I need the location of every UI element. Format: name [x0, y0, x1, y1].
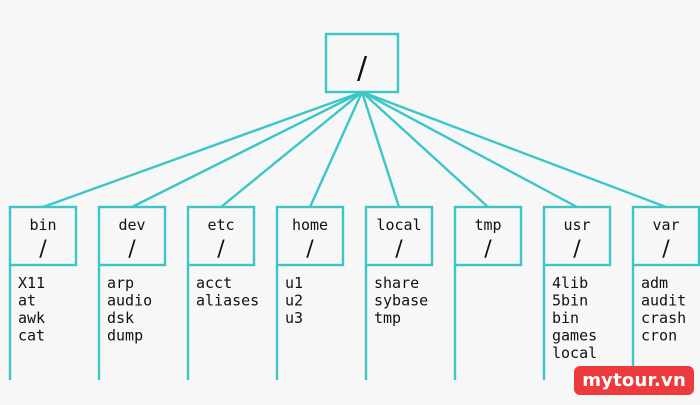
edge-var [361, 90, 667, 209]
dir-entry-usr-3: games [552, 327, 597, 345]
dir-box-var [631, 205, 700, 267]
dir-entry-usr-2: bin [552, 309, 579, 327]
dir-entry-var-0: adm [641, 274, 668, 292]
dir-name-tmp: tmp [474, 216, 501, 234]
edge-etc [220, 91, 363, 208]
dir-symbol-usr: / [573, 237, 581, 262]
dir-name-etc: etc [207, 216, 234, 234]
dir-symbol-bin: / [39, 237, 47, 262]
dir-entry-usr-0: 4lib [552, 274, 588, 292]
dir-name-home: home [292, 216, 328, 234]
dir-symbol-var: / [662, 237, 670, 262]
dir-entry-var-1: audit [641, 292, 686, 310]
dir-box-bin [8, 205, 78, 267]
tree-edges [42, 90, 667, 209]
dir-entry-dev-0: arp [107, 274, 134, 292]
root-node: / [324, 32, 400, 94]
dir-entry-local-0: share [374, 274, 419, 292]
dir-entry-dev-2: dsk [107, 309, 134, 327]
edge-bin [42, 90, 363, 209]
root-box [324, 32, 400, 94]
dir-name-local: local [376, 216, 421, 234]
dir-symbol-etc: / [217, 237, 225, 262]
dir-entry-home-0: u1 [285, 274, 303, 292]
dir-box-dev [97, 205, 167, 267]
dir-box-tmp [453, 205, 523, 267]
dir-entry-home-1: u2 [285, 292, 303, 310]
dir-entry-bin-0: X11 [18, 274, 45, 292]
dir-entry-dev-3: dump [107, 327, 143, 345]
edge-tmp [361, 91, 489, 208]
edge-dev [131, 90, 363, 209]
dir-entry-dev-1: audio [107, 292, 152, 310]
dir-entry-home-2: u3 [285, 309, 303, 327]
edge-local [360, 91, 401, 208]
dir-name-dev: dev [118, 216, 145, 234]
dir-entry-usr-4: local [552, 344, 597, 362]
dir-entry-var-2: crash [641, 309, 686, 327]
dir-box-etc [186, 205, 256, 267]
dir-entry-etc-1: aliases [196, 292, 259, 310]
dir-symbol-local: / [395, 237, 403, 262]
dir-entry-etc-0: acct [196, 274, 232, 292]
dir-name-bin: bin [29, 216, 56, 234]
dir-name-usr: usr [563, 216, 590, 234]
watermark-logo: mytour.vn [574, 366, 694, 395]
dir-box-home [275, 205, 345, 267]
dir-entry-bin-3: cat [18, 327, 45, 345]
edge-usr [361, 90, 578, 209]
edge-home [308, 91, 364, 208]
dir-box-usr [542, 205, 612, 267]
dir-name-var: var [652, 216, 679, 234]
dir-box-local [364, 205, 434, 267]
dir-node-tmp: tmp / [453, 205, 523, 380]
dir-entry-usr-1: 5bin [552, 292, 588, 310]
dir-entry-var-3: cron [641, 327, 677, 345]
dir-entry-bin-2: awk [18, 309, 45, 327]
dir-entry-local-1: sybase [374, 292, 428, 310]
dir-entry-bin-1: at [18, 292, 36, 310]
dir-symbol-tmp: / [484, 237, 492, 262]
dir-symbol-home: / [306, 237, 314, 262]
dir-entry-local-2: tmp [374, 309, 401, 327]
dir-symbol-dev: / [128, 237, 136, 262]
root-label: / [357, 51, 368, 86]
